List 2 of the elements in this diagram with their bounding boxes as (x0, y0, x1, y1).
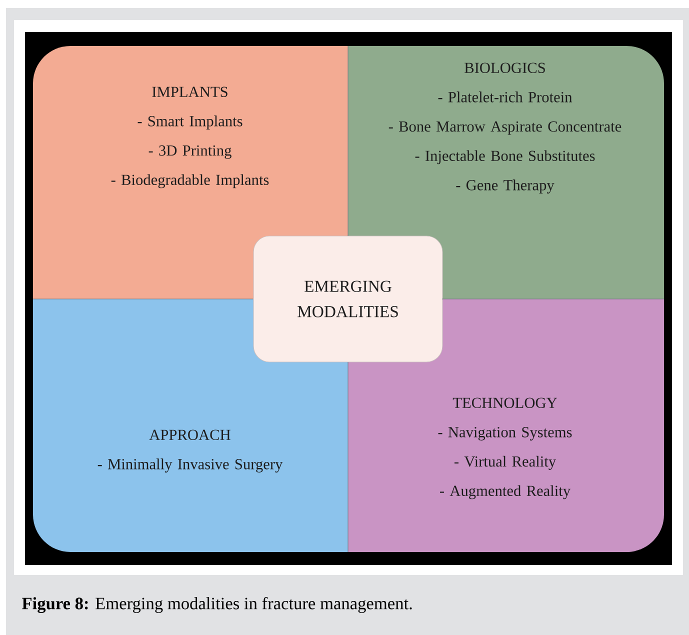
caption: Figure 8: Emerging modalities in fracture management. (22, 596, 412, 613)
center-box: EMERGING MODALITIES (253, 236, 443, 362)
